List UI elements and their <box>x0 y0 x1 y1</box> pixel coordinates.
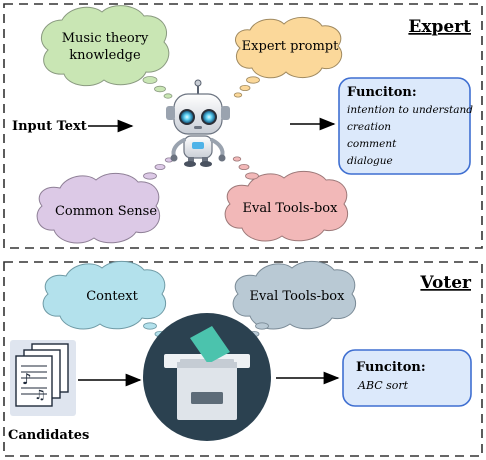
context-label: Context <box>86 289 138 304</box>
music-theory-cloud: Music theory knowledge <box>41 5 173 99</box>
music-theory-line2: knowledge <box>69 48 141 63</box>
input-text-label: Input Text <box>12 119 87 134</box>
voter-function-item: ABC sort <box>357 379 409 392</box>
expert-function-item: dialogue <box>347 155 393 167</box>
expert-prompt-cloud: Expert prompt <box>233 17 343 98</box>
common-sense-cloud: Common Sense <box>36 157 174 244</box>
common-sense-label: Common Sense <box>55 204 157 219</box>
voter-eval-label: Eval Tools-box <box>250 289 346 304</box>
context-cloud: Context <box>42 261 173 344</box>
voter-section-border <box>3 261 483 457</box>
expert-eval-label: Eval Tools-box <box>243 201 339 216</box>
expert-function-item: intention to understand <box>347 104 473 116</box>
expert-function-box: Funciton: intention to understand creati… <box>338 77 473 175</box>
voter-function-box: Funciton: ABC sort <box>342 349 472 407</box>
candidates-label: Candidates <box>8 428 89 443</box>
expert-function-title: Funciton: <box>347 85 417 100</box>
sheet-music-icon: ♪ ♫ <box>10 340 76 416</box>
ballot-box-icon <box>143 313 271 441</box>
expert-function-item: creation <box>347 121 391 133</box>
voter-section-title: Voter <box>419 273 472 293</box>
music-theory-line1: Music theory <box>62 31 149 46</box>
voter-eval-cloud: Eval Tools-box <box>232 261 357 344</box>
expert-eval-cloud: Eval Tools-box <box>224 156 349 242</box>
robot-icon <box>166 79 230 167</box>
voter-function-title: Funciton: <box>356 360 426 375</box>
expert-section-title: Expert <box>408 17 471 37</box>
svg-text:♪: ♪ <box>22 370 32 388</box>
expert-prompt-label: Expert prompt <box>242 39 339 54</box>
svg-text:♫: ♫ <box>34 388 46 403</box>
expert-section-border <box>3 3 483 249</box>
expert-function-item: comment <box>347 138 397 150</box>
